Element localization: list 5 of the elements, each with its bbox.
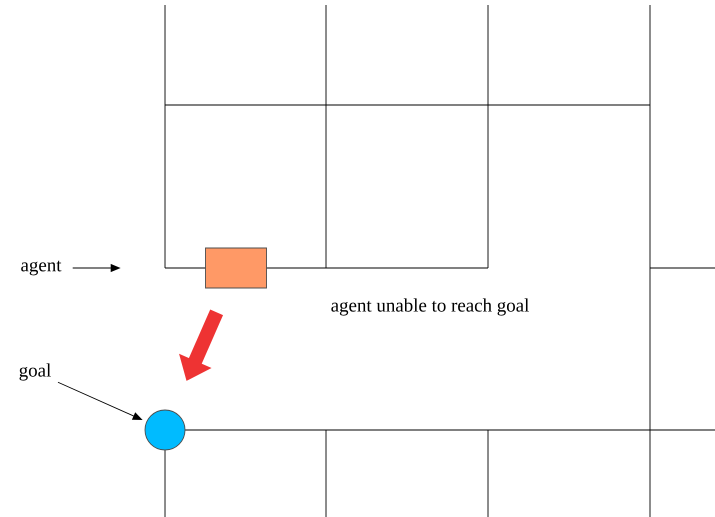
goal-circle xyxy=(144,410,186,450)
caption-text: agent unable to reach goal xyxy=(331,298,529,316)
agent-box xyxy=(205,248,267,288)
goal-label: goal xyxy=(20,363,51,381)
agent-label: agent xyxy=(21,260,62,276)
